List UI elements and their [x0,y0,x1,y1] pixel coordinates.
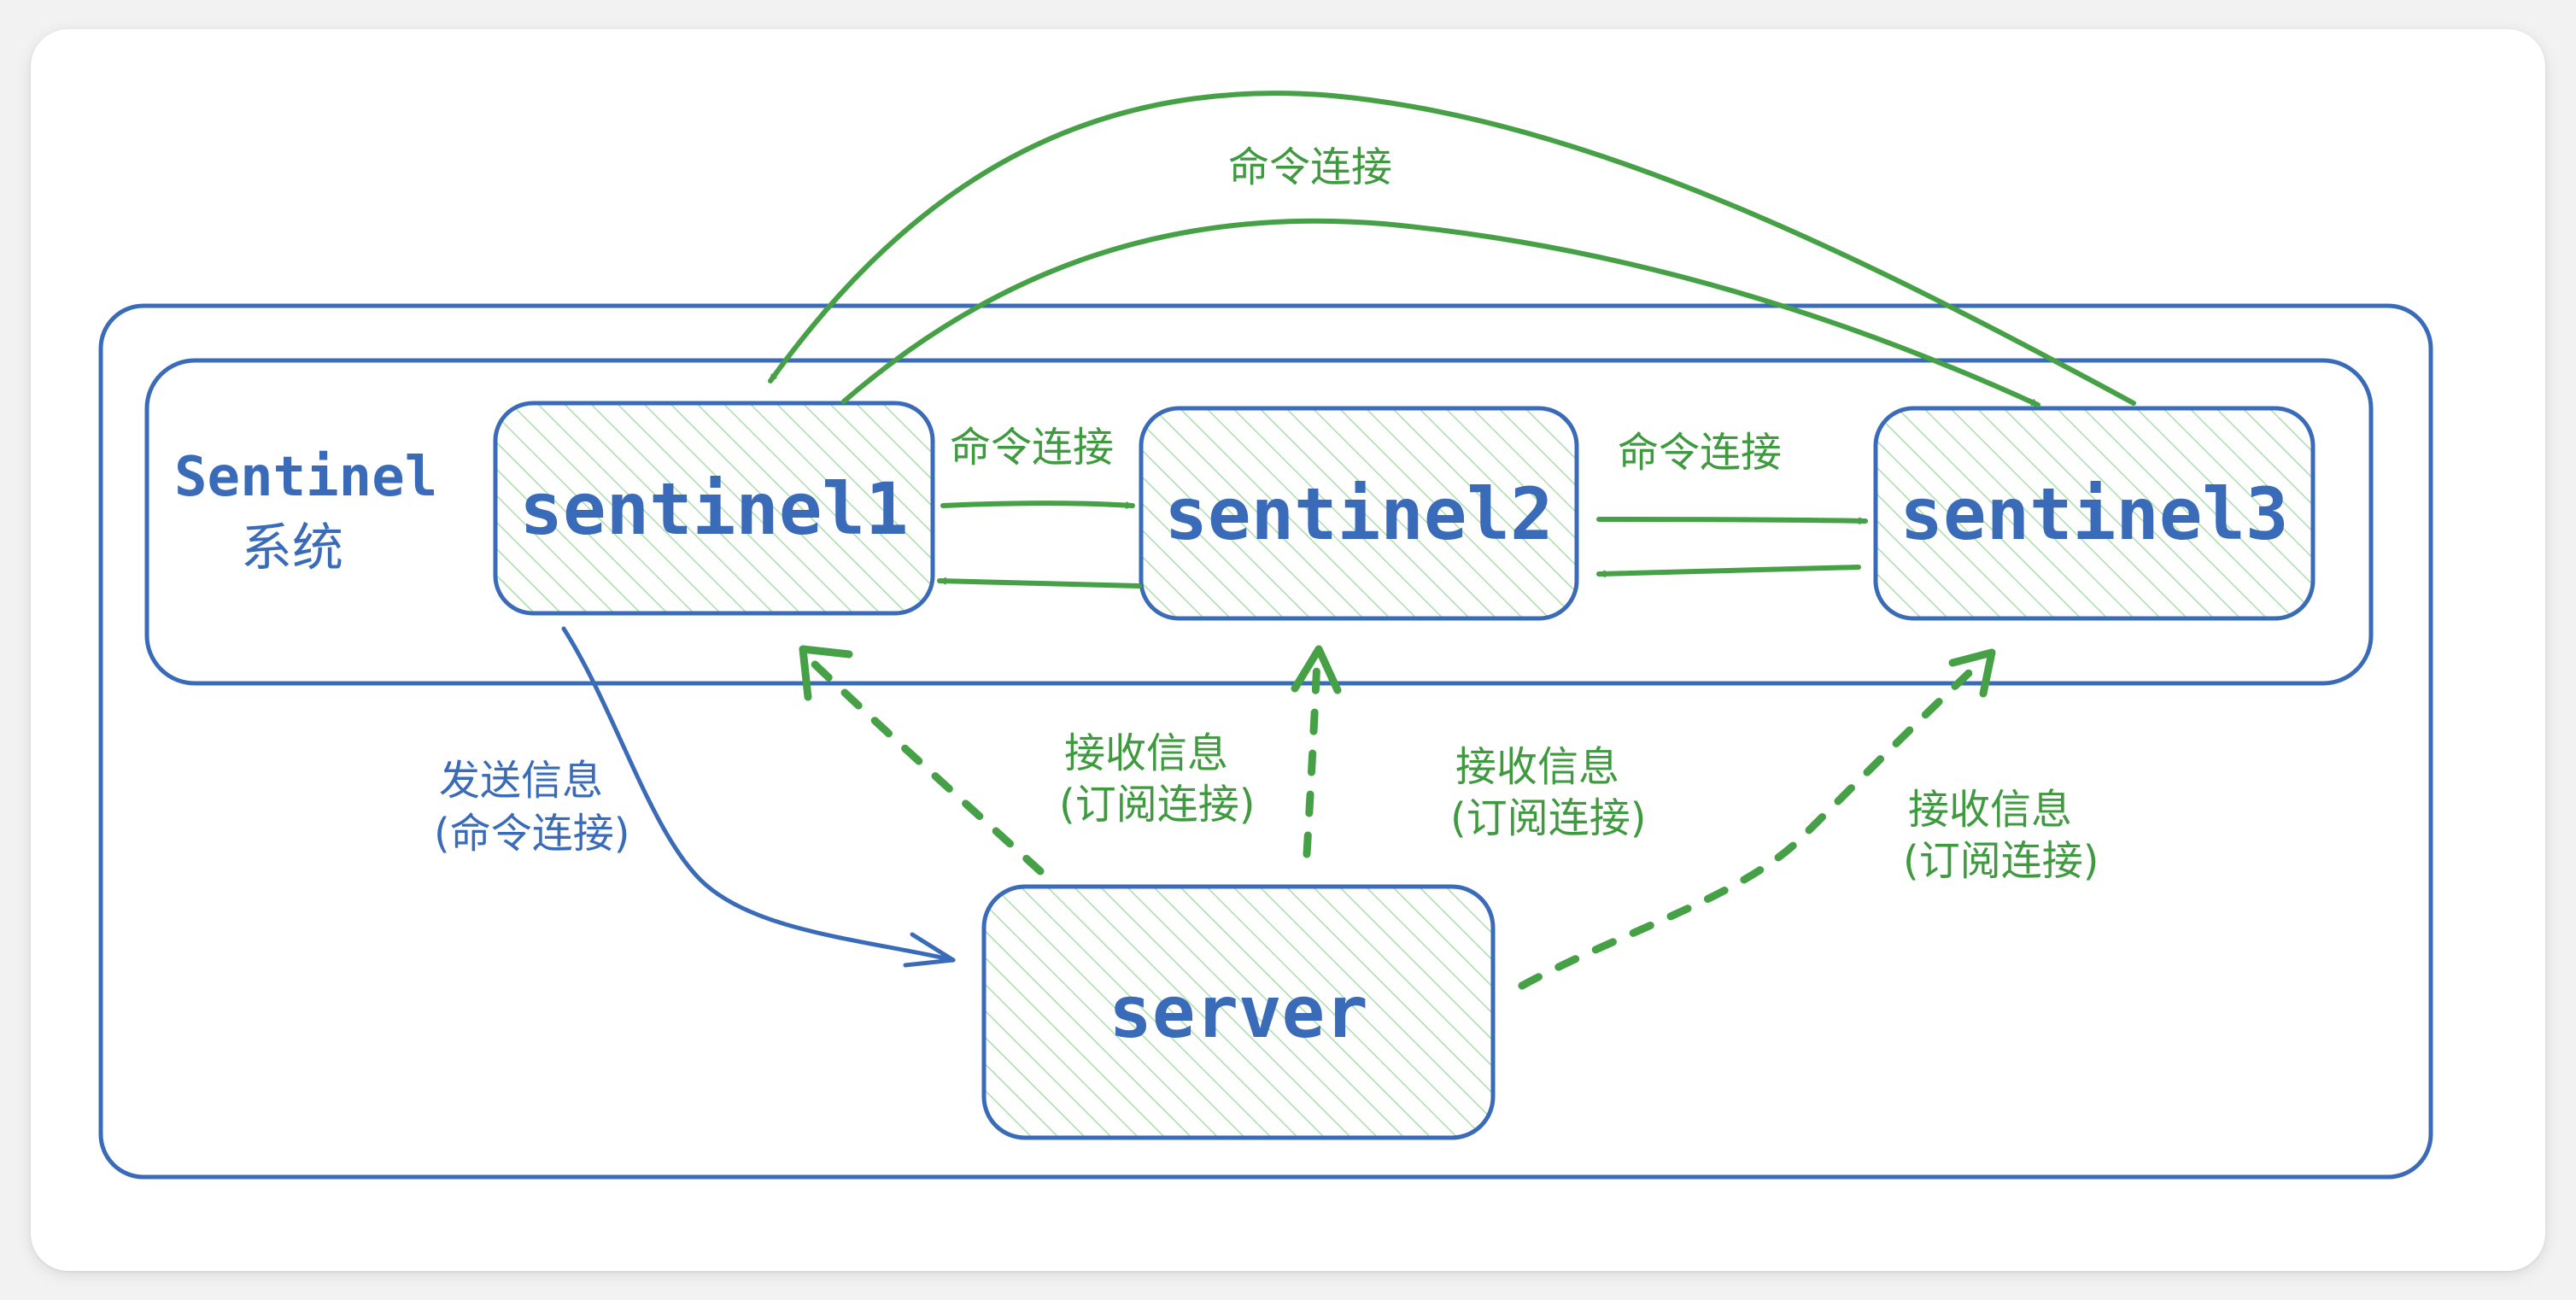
edge-server-to-s2 [1303,655,1321,858]
edge-s3-to-s2 [1596,565,1861,578]
edge-s1-server-label-line2: (命令连接) [434,810,629,858]
group-label-cn: 系统 [241,518,343,578]
edge-server-s3-label-line1: 接收信息 [1908,786,2072,834]
edge-s1-to-server [561,626,956,963]
edge-server-s3-label-line2: (订阅连接) [1903,837,2099,885]
edge-s1-server-label-line1: 发送信息 [439,757,603,805]
group-label-en: Sentinel [174,446,437,509]
node-sentinel1-label: sentinel1 [519,467,908,551]
edge-s1-to-server-arrowhead [903,932,956,968]
outer-frame [98,303,2433,1180]
edge-server-s2-label-line1: 接收信息 [1064,729,1228,777]
edge-server-to-s1-arrowhead [799,645,853,701]
edge-s2-s3-label: 命令连接 [1618,429,1782,477]
edge-server-s2b-label-line2: (订阅连接) [1450,794,1646,842]
node-sentinel2-label: sentinel2 [1164,472,1553,556]
edge-s2-to-s3 [1596,517,1868,525]
node-sentinel3-label: sentinel3 [1900,472,2288,556]
edge-server-to-s1 [807,657,1045,875]
edge-server-to-s3 [1518,657,1986,990]
node-sentinel2: sentinel2 [1139,406,1579,621]
edge-server-to-s2-arrowhead [1291,645,1342,694]
node-server: server [981,884,1496,1140]
edge-s3-to-s1-arc [768,91,2136,406]
edge-s1-s2-label: 命令连接 [950,424,1114,471]
edge-s1-to-s2 [940,501,1135,509]
node-server-label: server [1109,970,1367,1054]
edge-server-s2-label-line2: (订阅连接) [1059,781,1255,829]
edge-s2-to-s1 [937,577,1142,589]
edge-server-s2b-label-line1: 接收信息 [1455,743,1619,791]
edge-server-to-s3-arrowhead [1948,648,1996,698]
sentinel-system-frame [144,358,2374,686]
node-sentinel3: sentinel3 [1873,406,2315,621]
node-sentinel1: sentinel1 [493,401,935,616]
edge-s1-to-s3-arc [841,218,2040,407]
edge-top-arc-label: 命令连接 [1228,143,1392,191]
